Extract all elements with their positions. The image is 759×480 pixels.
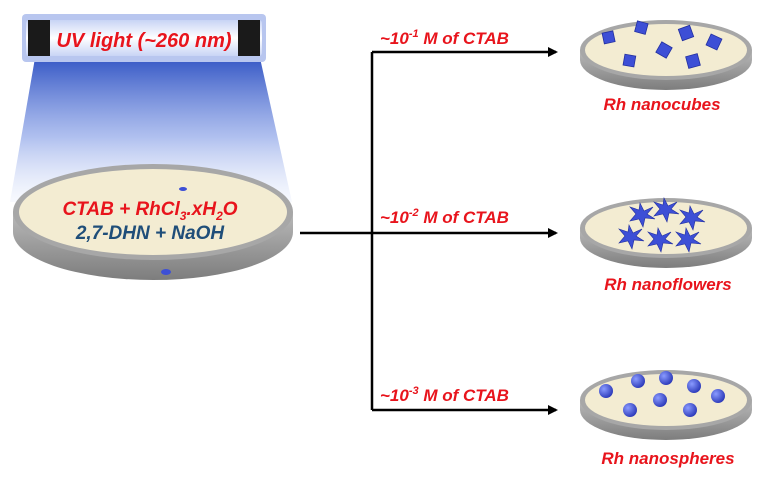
lamp-label: UV light (~260 nm) <box>56 30 231 52</box>
nanocubes-dish <box>580 20 752 90</box>
nanoflowers-dish <box>580 197 752 268</box>
product-label-nanoflowers: Rh nanoflowers <box>604 275 732 294</box>
product-label-nanospheres: Rh nanospheres <box>601 449 734 468</box>
concentration-label-3: ~10-3 M of CTAB <box>380 385 509 405</box>
nanosphere-particles <box>599 371 725 417</box>
concentration-label-1: ~10-1 M of CTAB <box>380 28 509 48</box>
reaction-dish: CTAB + RhCl3.xH2O 2,7-DHN + NaOH <box>13 164 293 280</box>
nanospheres-dish <box>580 370 752 440</box>
branch-connector <box>300 47 558 415</box>
nanocube-particles <box>601 20 723 69</box>
concentration-label-2: ~10-2 M of CTAB <box>380 207 509 227</box>
uv-beam <box>10 58 292 202</box>
reagents-line-1: CTAB + RhCl3.xH2O <box>62 199 237 223</box>
nanoflower-particles <box>618 197 706 253</box>
uv-lamp: UV light (~260 nm) <box>22 14 266 62</box>
product-label-nanocubes: Rh nanocubes <box>603 95 720 114</box>
reagents-line-2: 2,7-DHN + NaOH <box>75 223 226 244</box>
